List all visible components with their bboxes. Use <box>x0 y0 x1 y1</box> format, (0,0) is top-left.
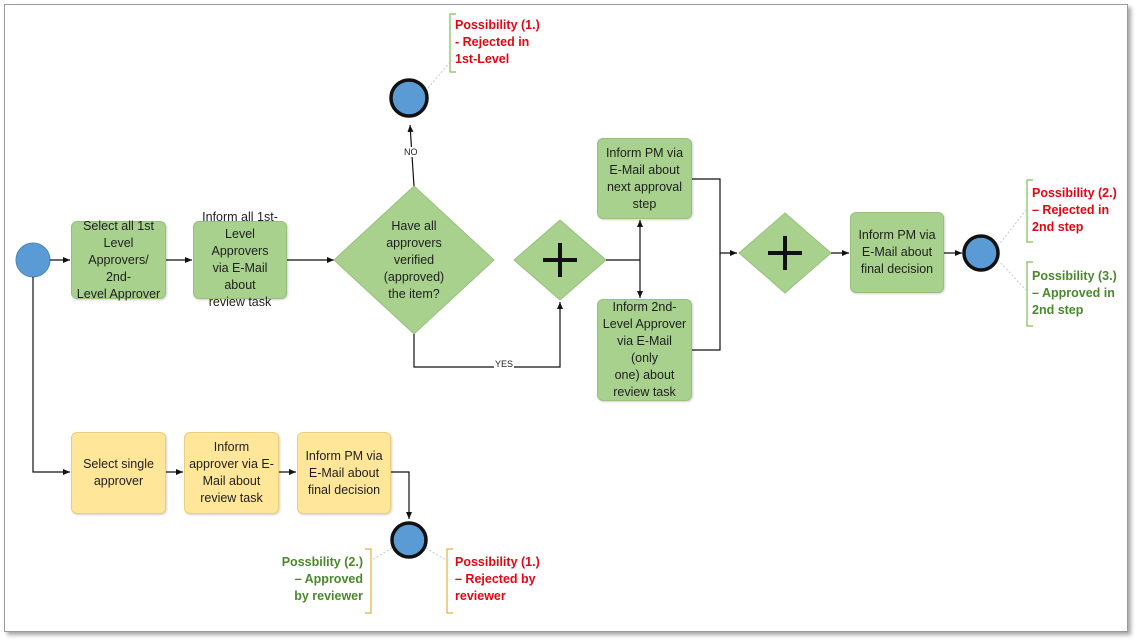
decision-question: Have all approvers verified (approved) t… <box>383 218 445 301</box>
bracket-right-reject <box>1026 179 1033 243</box>
start-event <box>15 242 51 278</box>
bracket-top-reject <box>449 13 456 73</box>
task-inform-2nd-level-approver: Inform 2nd- Level Approver via E-Mail (o… <box>597 299 692 401</box>
task-inform-pm-next-step: Inform PM via E-Mail about next approval… <box>597 138 692 219</box>
bracket-right-approve <box>1026 261 1033 327</box>
end-event-rejected-1st-level <box>389 78 429 118</box>
end-event-reviewer <box>390 521 428 559</box>
end-event-2nd-step <box>962 234 1000 272</box>
diagram-frame <box>4 4 1128 632</box>
association-bottom-approve <box>371 547 393 561</box>
annotation-top-reject: Possibility (1.) - Rejected in 1st-Level <box>455 18 540 66</box>
annotation-right-reject: Possibility (2.) – Rejected in 2nd step <box>1032 186 1117 234</box>
annotation-right-approve: Possibility (3.) – Approved in 2nd step <box>1032 269 1117 317</box>
flow-2nd-to-merge <box>692 253 721 351</box>
task-inform-pm-final-decision-bottom: Inform PM via E-Mail about final decisio… <box>297 432 391 514</box>
bracket-bottom-reject <box>446 548 453 614</box>
association-right-reject <box>997 209 1027 247</box>
task-inform-all-approvers: Inform all 1st- Level Approvers via E-Ma… <box>193 210 287 309</box>
bracket-bottom-approve <box>365 548 372 614</box>
flow-pm-next-to-merge <box>692 178 737 256</box>
association-bottom-reject <box>425 547 447 561</box>
association-top-annotation <box>427 59 453 89</box>
association-right-approve <box>997 259 1027 291</box>
flow-label-no: NO <box>403 147 419 157</box>
task-select-single-approver: Select single approver <box>71 432 166 514</box>
flow-yes-to-parallel <box>413 302 563 368</box>
annotation-bottom-approve: Possbility (2.) – Approved by reviewer <box>281 555 363 603</box>
task-inform-approver: Inform approver via E- Mail about review… <box>184 432 279 514</box>
flow-inform-pm-to-end <box>391 471 412 519</box>
flow-label-yes: YES <box>494 359 515 369</box>
annotation-bottom-reject: Possibility (1.) – Rejected by reviewer <box>455 555 540 603</box>
task-inform-pm-final-decision: Inform PM via E-Mail about final decisio… <box>850 212 944 293</box>
task-select-all-approvers: Select all 1st Level Approvers/ 2nd- Lev… <box>71 219 166 301</box>
flow-start-to-select-single <box>32 277 70 475</box>
